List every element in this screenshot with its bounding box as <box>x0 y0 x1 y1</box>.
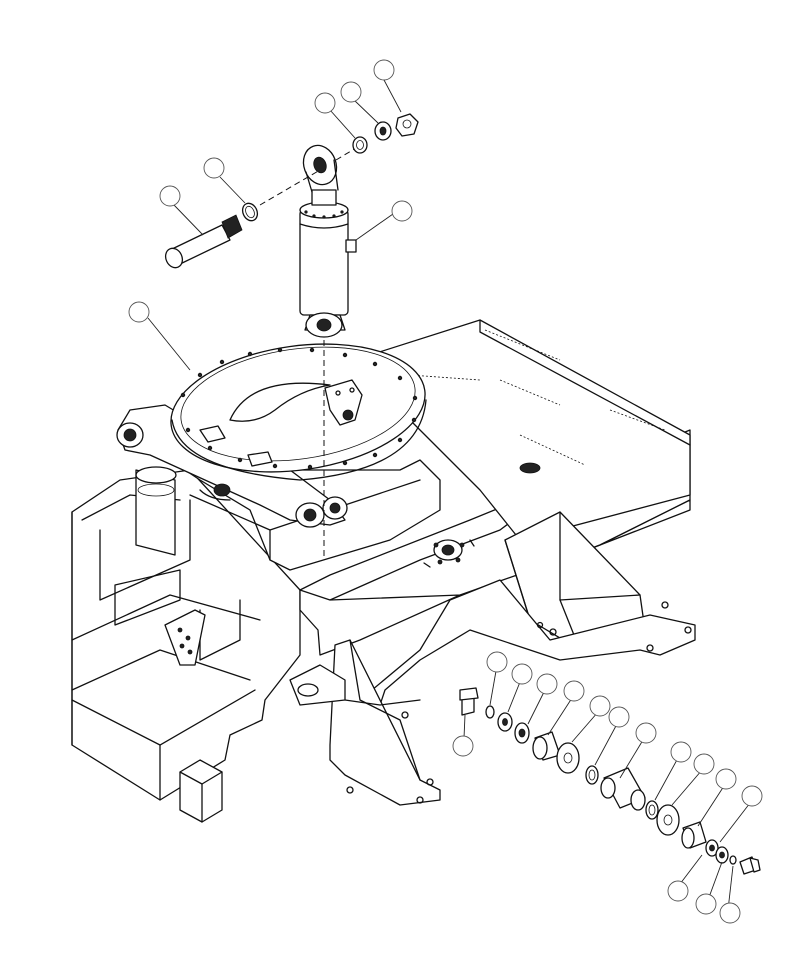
callout-balloon <box>670 741 692 763</box>
hydraulic-cylinder <box>299 144 357 338</box>
nut-top <box>395 113 419 137</box>
callout-balloon <box>695 893 717 915</box>
pin-ring <box>241 202 259 222</box>
callout-balloon <box>391 200 413 222</box>
callout-balloon <box>715 768 737 790</box>
slew-ring-assembly <box>116 343 441 571</box>
callout-balloon <box>635 722 657 744</box>
callout-balloon <box>486 651 508 673</box>
square-tube <box>179 759 223 823</box>
ring-bottom <box>199 483 231 501</box>
callout-balloon <box>693 753 715 775</box>
callout-balloon <box>340 81 362 103</box>
callout-balloon <box>667 880 689 902</box>
lower-bracket <box>329 639 441 806</box>
callout-balloon <box>589 695 611 717</box>
callout-balloon <box>719 902 741 924</box>
deck-mount <box>423 539 475 568</box>
gusset-plate <box>164 609 206 666</box>
hardware-stack <box>459 687 761 875</box>
leader-lines <box>147 79 751 911</box>
callout-balloon <box>373 59 395 81</box>
washer-a <box>352 136 368 154</box>
callout-balloon <box>452 735 474 757</box>
pin-centerline <box>259 169 321 206</box>
main-frame <box>71 319 696 823</box>
callout-balloon <box>128 301 150 323</box>
callout-balloon <box>314 92 336 114</box>
ring-bolt-holes <box>180 347 418 470</box>
callout-balloon <box>563 680 585 702</box>
callout-balloon <box>159 185 181 207</box>
callout-balloon <box>511 663 533 685</box>
callout-balloons <box>128 59 763 924</box>
pivot-pin <box>164 214 243 269</box>
callout-balloon <box>203 157 225 179</box>
callout-balloon <box>536 673 558 695</box>
callout-balloon <box>608 706 630 728</box>
slew-ring <box>170 343 426 473</box>
callout-balloon <box>741 785 763 807</box>
